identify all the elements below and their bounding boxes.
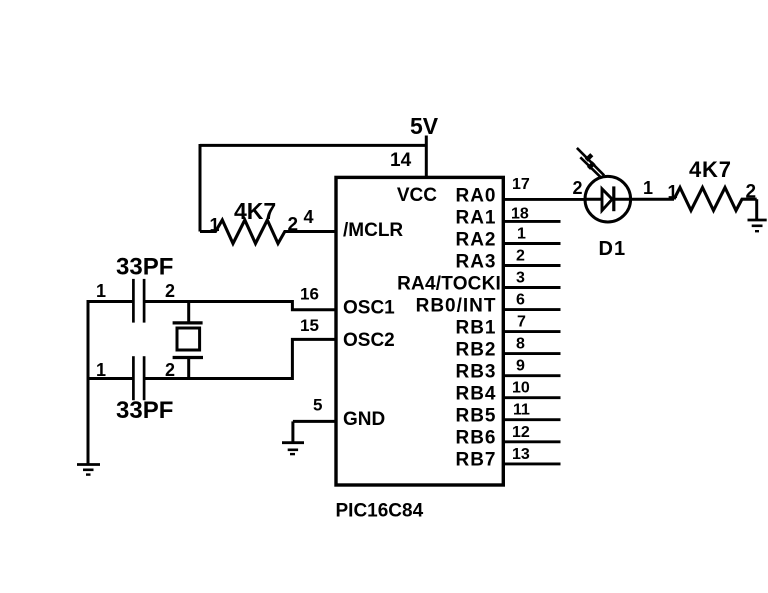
svg-text:33PF: 33PF (116, 254, 173, 281)
svg-text:10: 10 (512, 380, 530, 397)
svg-text:18: 18 (511, 206, 529, 223)
svg-text:RB6: RB6 (455, 428, 496, 449)
svg-text:5: 5 (313, 396, 322, 415)
svg-text:D1: D1 (599, 238, 627, 260)
svg-text:1: 1 (210, 215, 220, 235)
svg-text:RB7: RB7 (455, 450, 496, 471)
svg-text:2: 2 (516, 248, 525, 265)
svg-text:2: 2 (165, 360, 175, 380)
svg-text:7: 7 (517, 314, 526, 331)
svg-text:14: 14 (390, 150, 412, 171)
svg-text:2: 2 (746, 182, 757, 203)
svg-text:1: 1 (643, 178, 653, 198)
svg-text:RA1: RA1 (455, 208, 496, 229)
svg-text:16: 16 (300, 285, 319, 304)
svg-text:OSC2: OSC2 (343, 330, 395, 351)
svg-text:17: 17 (512, 176, 530, 193)
svg-text:15: 15 (300, 316, 319, 335)
svg-text:RB1: RB1 (455, 318, 496, 339)
svg-text:RA4/TOCKI: RA4/TOCKI (397, 274, 501, 295)
svg-text:8: 8 (516, 336, 525, 353)
svg-text:RA0: RA0 (455, 186, 496, 207)
svg-text:9: 9 (516, 358, 525, 375)
svg-text:2: 2 (288, 215, 299, 236)
svg-text:1: 1 (517, 226, 526, 243)
svg-text:1: 1 (96, 360, 106, 380)
svg-text:RB3: RB3 (455, 362, 496, 383)
svg-text:RB0/INT: RB0/INT (416, 296, 497, 317)
svg-text:2: 2 (573, 178, 583, 198)
svg-text:/MCLR: /MCLR (343, 220, 403, 241)
svg-text:OSC1: OSC1 (343, 298, 395, 319)
svg-text:2: 2 (165, 281, 175, 301)
svg-text:1: 1 (96, 281, 106, 301)
svg-text:RB5: RB5 (455, 406, 496, 427)
svg-text:RB4: RB4 (455, 384, 496, 405)
svg-text:PIC16C84: PIC16C84 (336, 501, 424, 522)
svg-text:11: 11 (513, 402, 530, 419)
svg-text:33PF: 33PF (116, 397, 173, 424)
svg-text:5V: 5V (410, 113, 439, 139)
svg-text:RA3: RA3 (455, 252, 496, 273)
svg-text:4K7: 4K7 (234, 198, 276, 224)
svg-text:RB2: RB2 (455, 340, 496, 361)
svg-text:RA2: RA2 (455, 230, 496, 251)
svg-text:GND: GND (343, 409, 385, 430)
svg-text:12: 12 (512, 424, 530, 441)
svg-text:1: 1 (668, 182, 678, 202)
svg-text:3: 3 (516, 270, 525, 287)
svg-text:4: 4 (304, 207, 314, 227)
svg-text:13: 13 (512, 446, 530, 463)
svg-text:4K7: 4K7 (689, 157, 732, 182)
svg-text:VCC: VCC (397, 185, 437, 206)
svg-text:6: 6 (516, 292, 525, 309)
